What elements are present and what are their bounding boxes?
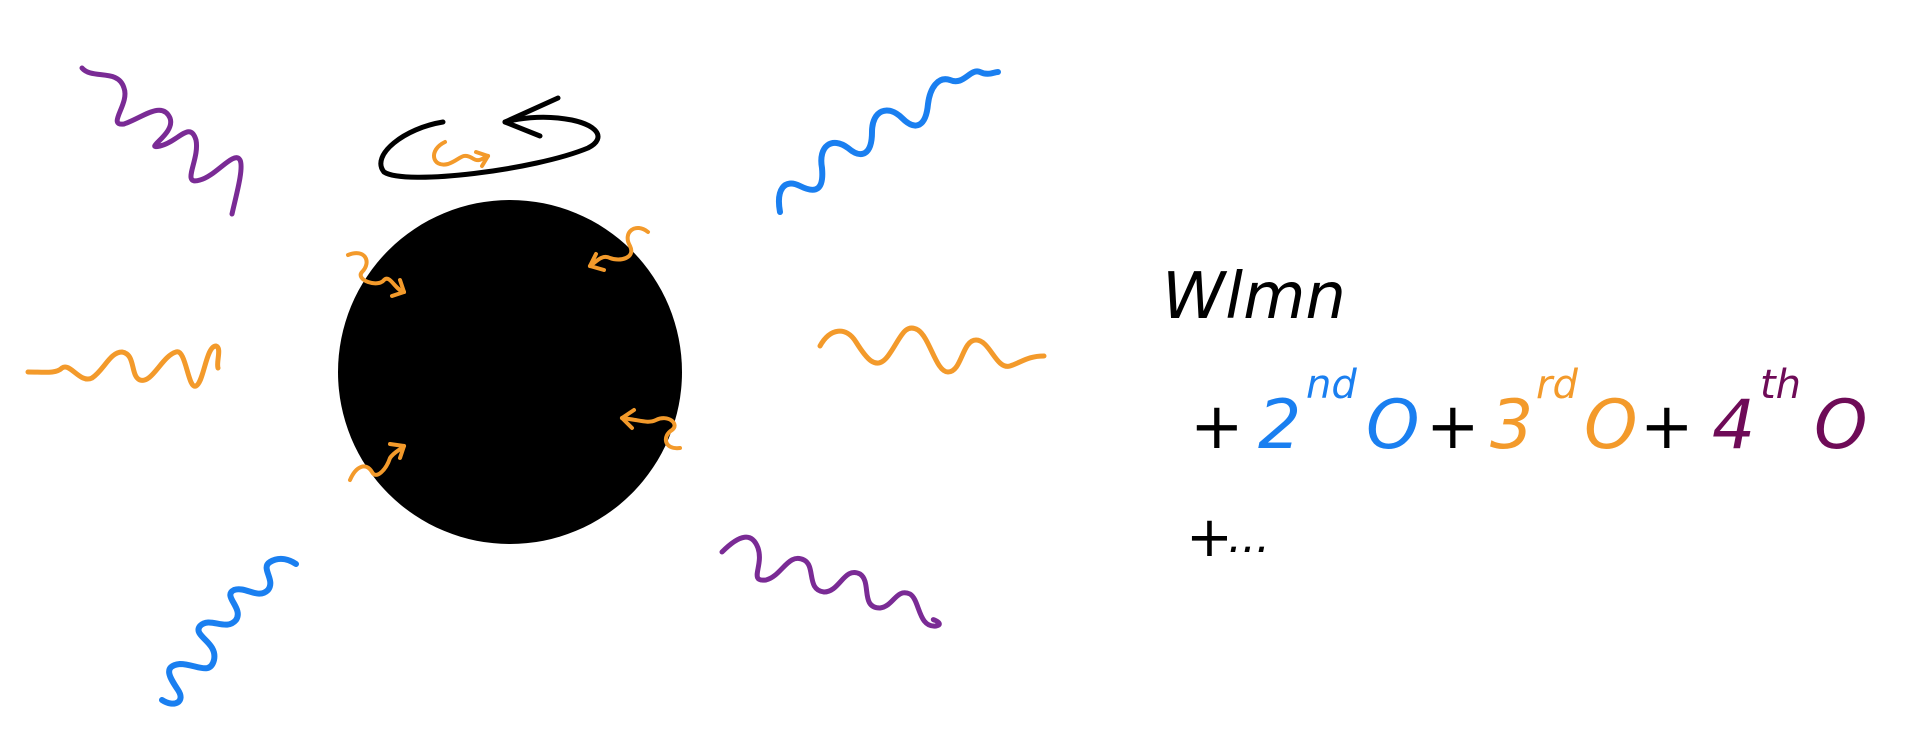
equation-line2-plus3: + bbox=[1640, 390, 1694, 464]
purple-wave-bottom-right bbox=[719, 534, 942, 629]
term1-o: O bbox=[1366, 386, 1420, 465]
orange-wave-left bbox=[25, 343, 222, 389]
term2-base: 3 bbox=[1490, 386, 1533, 465]
equation-line2-plus2: + bbox=[1426, 390, 1480, 464]
equation-line2: + 2 nd O + 3 rd O + 4 th O bbox=[1190, 362, 1868, 465]
orange-small-wave-lower-right bbox=[620, 408, 682, 451]
equation-line3-ellipsis: ... bbox=[1228, 512, 1270, 563]
term3-sup: th bbox=[1760, 362, 1801, 408]
orange-small-wave-lower-left bbox=[348, 442, 406, 482]
blue-wave-top-right bbox=[776, 68, 1001, 215]
equation-line1-lead: Wlmn bbox=[1162, 260, 1346, 334]
equation-line2-plus1: + bbox=[1190, 390, 1244, 464]
equation-line3-plus: + bbox=[1186, 505, 1233, 570]
term3-o: O bbox=[1814, 386, 1868, 465]
purple-wave-top-left bbox=[79, 65, 244, 217]
rotation-arrow bbox=[378, 95, 601, 180]
orange-small-wave-top bbox=[432, 140, 490, 168]
term1-base: 2 bbox=[1258, 386, 1301, 465]
orange-small-wave-upper-right bbox=[588, 226, 650, 272]
term2-sup: rd bbox=[1536, 362, 1578, 408]
blue-wave-bottom-left bbox=[159, 555, 299, 707]
term2-o: O bbox=[1584, 386, 1638, 465]
term3-base: 4 bbox=[1712, 386, 1755, 465]
orange-wave-right bbox=[817, 325, 1047, 375]
orange-small-wave-upper-left bbox=[346, 251, 406, 298]
black-hole-disk bbox=[338, 200, 682, 544]
term1-sup: nd bbox=[1306, 362, 1357, 408]
equation-line3: + ... bbox=[1186, 505, 1270, 570]
